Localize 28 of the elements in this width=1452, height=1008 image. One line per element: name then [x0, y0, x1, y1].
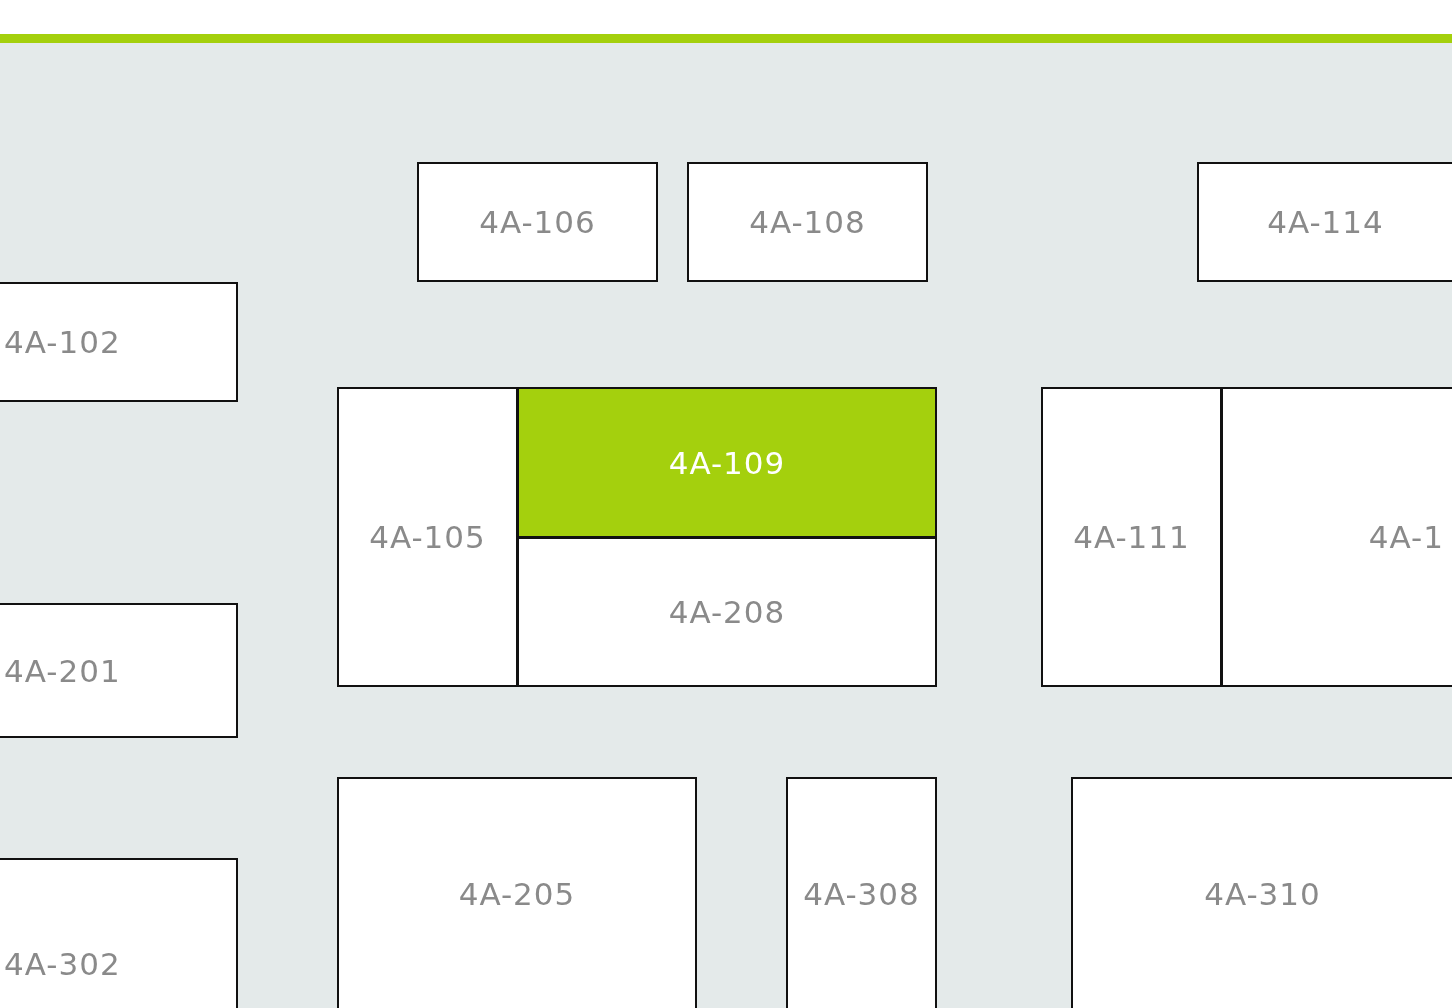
booth-box — [1197, 162, 1452, 282]
booth-box — [517, 387, 937, 538]
booth-number: 4A-201 — [4, 652, 121, 689]
booth-box — [786, 777, 937, 1008]
booth-number: 4A-105 — [369, 519, 486, 555]
booth-number: 4A-106 — [479, 204, 596, 240]
booth-box — [687, 162, 928, 282]
booth-number: 4A-109 — [668, 444, 786, 481]
booth-box — [1041, 387, 1222, 687]
booth-box — [417, 162, 658, 282]
booth-number: 4A-310 — [1204, 875, 1321, 912]
booth-number: 4A-114 — [1267, 204, 1384, 240]
booth-number: 4A-111 — [1073, 519, 1190, 555]
booth-number: 4A-302 — [4, 946, 121, 982]
booth-box — [337, 387, 518, 687]
booth-number: 4A-108 — [749, 204, 866, 240]
booth-box — [0, 282, 238, 402]
booth-number: 4A-208 — [668, 594, 786, 630]
booth-box — [0, 603, 238, 738]
booth-box — [0, 858, 238, 1008]
booth-number: 4A-308 — [803, 875, 920, 912]
booth-box — [517, 537, 937, 687]
booth-number: 4A-102 — [4, 324, 121, 360]
booth-box — [337, 777, 697, 1008]
booth-number: 4A-1 — [1368, 519, 1444, 555]
booth-box — [1221, 387, 1452, 687]
booth-number: 4A-205 — [458, 875, 576, 912]
booth-box — [1071, 777, 1452, 1008]
